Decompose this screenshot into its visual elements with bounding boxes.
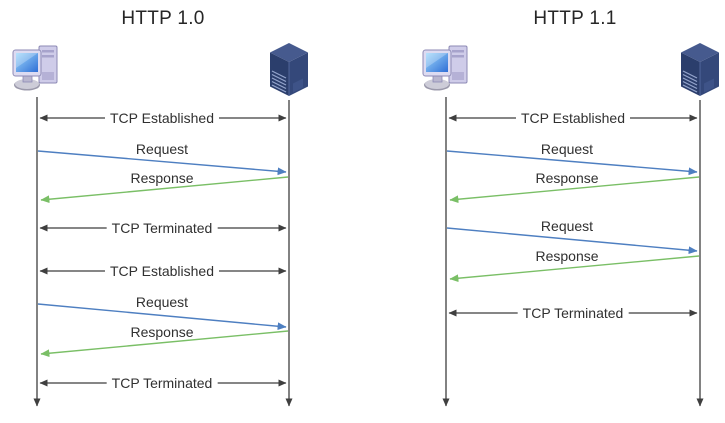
client-computer-icon	[422, 45, 468, 91]
http10-request-arrow-2	[37, 303, 287, 331]
http10-message-label-tcp-established-1: TCP Established	[104, 109, 220, 127]
http10-message-label-request-1: Request	[135, 141, 189, 157]
http10-message-label-tcp-terminated-1: TCP Terminated	[106, 219, 218, 237]
server-tower-icon	[681, 43, 719, 96]
http11-diagram-group	[422, 43, 719, 407]
client-computer-icon	[12, 45, 58, 91]
http11-response-arrow-2	[449, 255, 700, 283]
http10-response-arrow-2	[40, 330, 289, 358]
http11-response-arrow-1	[449, 176, 700, 204]
http11-message-label-request-2: Request	[540, 218, 594, 234]
http11-message-label-tcp-established: TCP Established	[515, 109, 631, 127]
http10-message-label-response-2: Response	[130, 324, 194, 340]
http11-message-label-response-1: Response	[535, 170, 599, 186]
http10-message-label-response-1: Response	[130, 170, 194, 186]
http11-message-label-tcp-terminated: TCP Terminated	[517, 304, 629, 322]
http10-message-label-request-2: Request	[135, 294, 189, 310]
http11-message-label-request-1: Request	[540, 141, 594, 157]
http10-request-arrow-1	[37, 150, 287, 176]
server-tower-icon	[270, 43, 308, 96]
http11-message-label-response-2: Response	[535, 248, 599, 264]
http11-request-arrow-1	[446, 150, 698, 176]
http11-request-arrow-2	[446, 227, 698, 255]
http10-response-arrow-1	[40, 176, 289, 204]
http10-title: HTTP 1.0	[121, 8, 205, 29]
http11-title: HTTP 1.1	[533, 8, 617, 29]
http10-message-label-tcp-established-2: TCP Established	[104, 262, 220, 280]
http10-diagram-group	[12, 43, 308, 407]
http10-message-label-tcp-terminated-2: TCP Terminated	[106, 374, 218, 392]
